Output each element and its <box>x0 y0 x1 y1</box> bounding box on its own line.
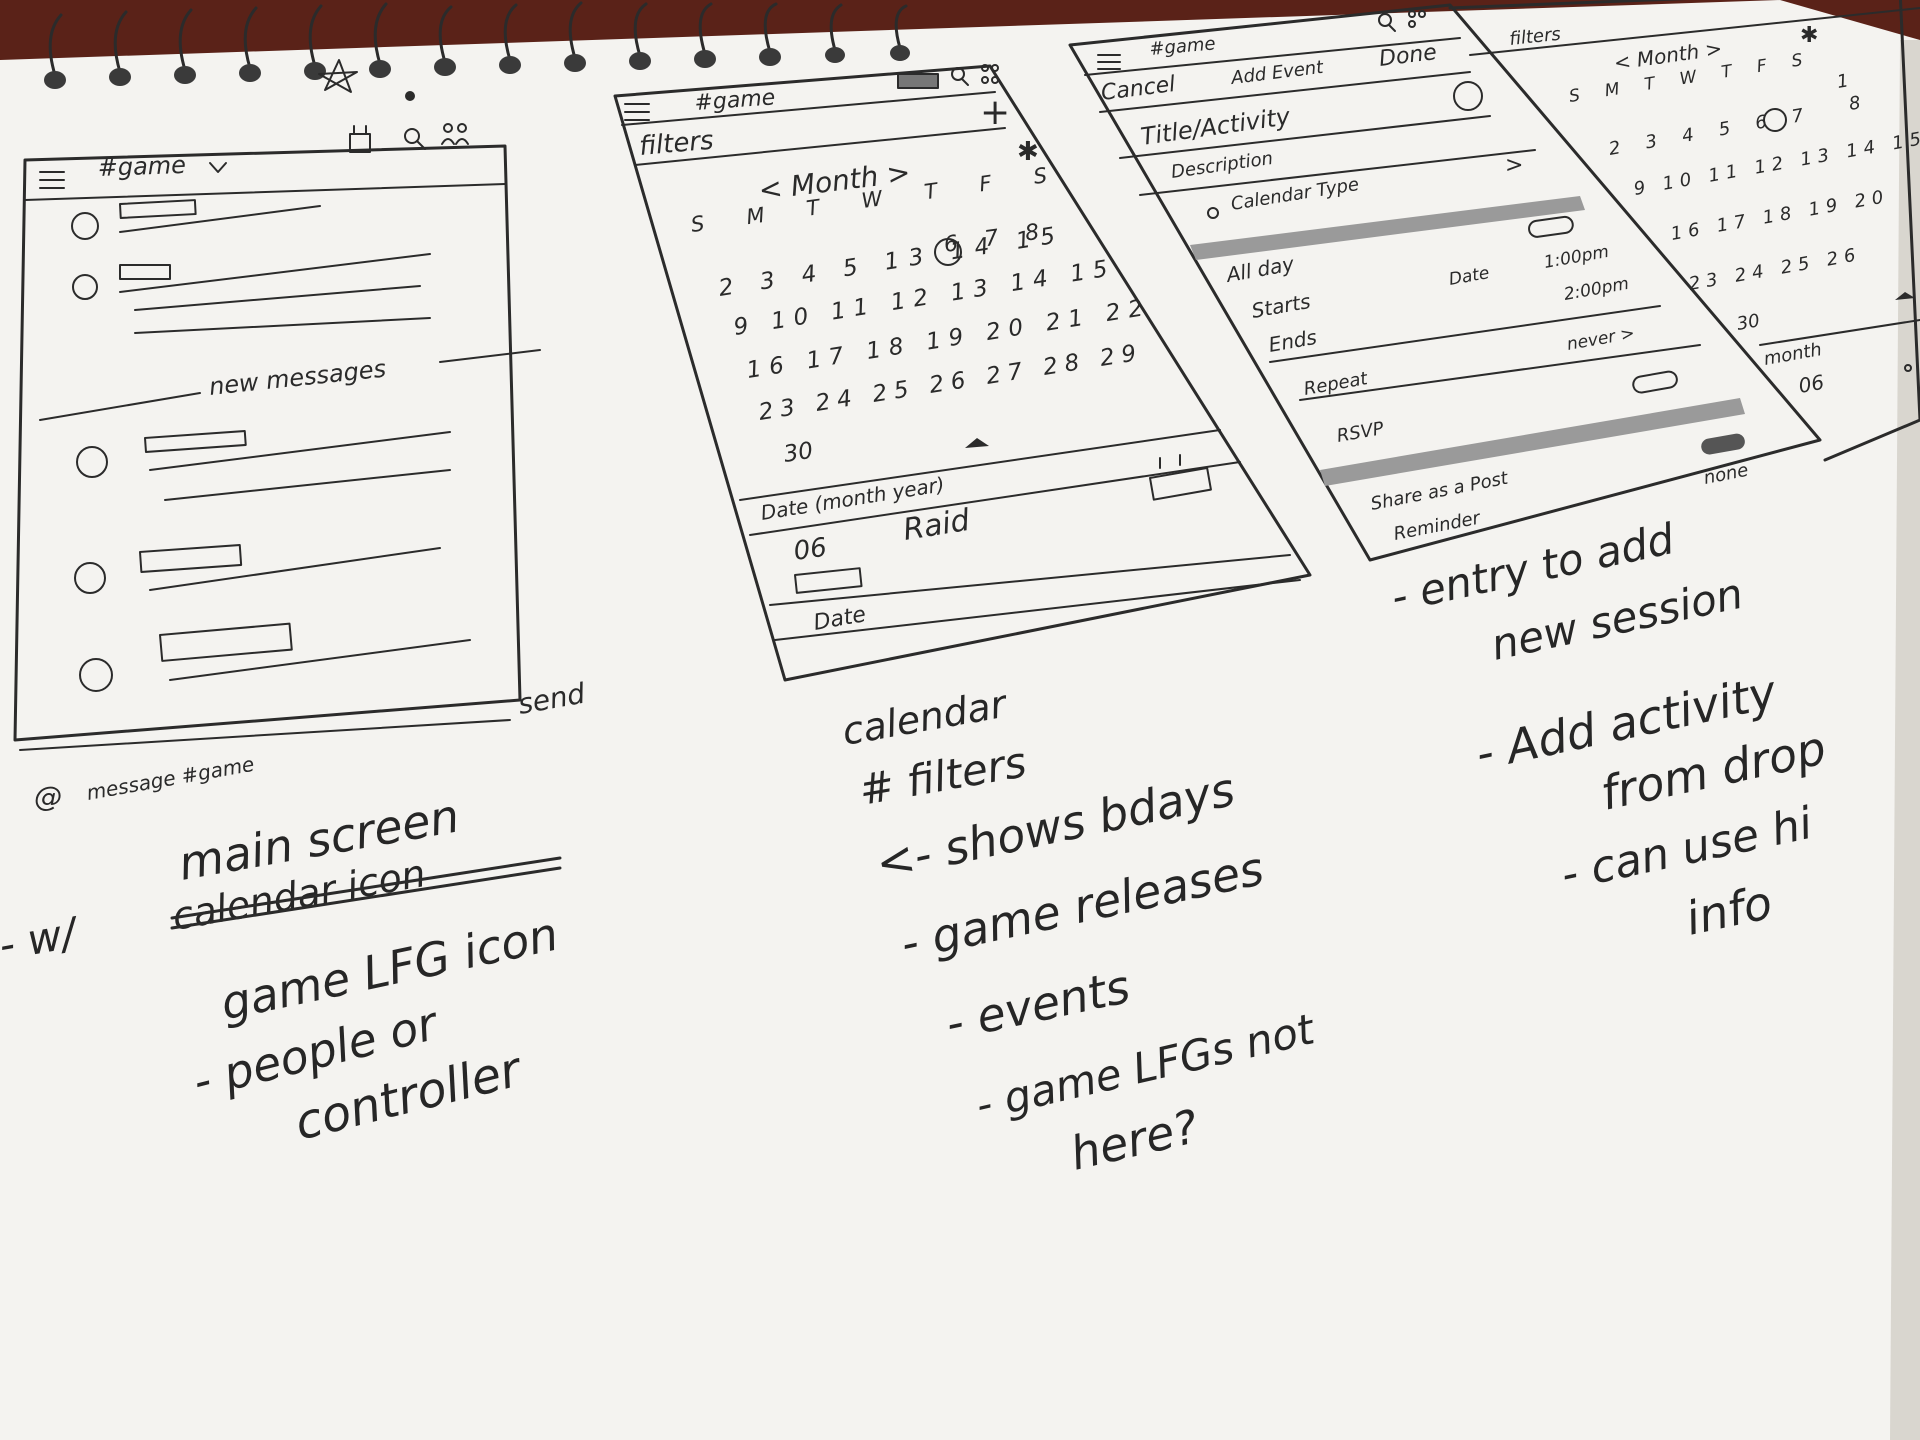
event-day[interactable]: 06 <box>792 533 829 567</box>
search-icon[interactable] <box>404 128 426 150</box>
list-item[interactable] <box>76 430 451 501</box>
strikethrough <box>170 856 562 930</box>
chevron-down-icon[interactable] <box>209 162 227 173</box>
people-icon[interactable] <box>441 123 469 145</box>
section-divider <box>1320 398 1745 486</box>
collapse-triangle-icon[interactable] <box>965 438 989 448</box>
list-item[interactable] <box>72 253 431 334</box>
menu-icon[interactable] <box>1097 54 1121 70</box>
list-item[interactable] <box>74 544 441 594</box>
today-marker <box>1763 108 1787 132</box>
section-divider <box>1190 196 1585 260</box>
list-item[interactable] <box>79 622 471 692</box>
channel-title[interactable]: #game <box>97 151 186 182</box>
at-icon[interactable]: @ <box>34 780 62 813</box>
calendar-row[interactable]: 8 <box>1847 92 1862 115</box>
lfg-icon[interactable] <box>1149 454 1212 501</box>
channel-title[interactable]: #game <box>694 85 776 116</box>
clock-icon[interactable] <box>1453 81 1483 111</box>
collapse-triangle-icon[interactable] <box>1895 292 1915 300</box>
paper-edge-shade <box>1890 40 1920 1440</box>
today-marker <box>934 238 962 266</box>
menu-icon[interactable] <box>624 103 650 121</box>
event-day[interactable]: 06 <box>1797 370 1826 398</box>
list-item[interactable] <box>71 199 321 240</box>
chevron-right-icon[interactable]: > <box>1505 153 1523 178</box>
calendar-row[interactable]: 1 <box>1835 70 1850 93</box>
search-icon[interactable] <box>951 67 969 86</box>
calendar-row[interactable]: 30 <box>782 438 815 468</box>
share-toggle[interactable] <box>1700 432 1746 455</box>
filters-dropdown[interactable]: filters <box>638 126 715 162</box>
lfg-icon[interactable] <box>349 125 371 153</box>
rsvp-toggle[interactable] <box>1632 370 1678 394</box>
spiral-binding <box>44 1 910 89</box>
search-icon[interactable] <box>1378 13 1396 32</box>
menu-icon[interactable] <box>39 171 65 189</box>
all-day-toggle[interactable] <box>1528 215 1574 238</box>
people-icon[interactable] <box>981 64 999 84</box>
lfg-icon[interactable] <box>897 73 939 89</box>
people-icon[interactable] <box>1408 10 1426 28</box>
settings-gear-icon[interactable]: ✱ <box>1017 137 1039 167</box>
star-doodle <box>318 59 415 101</box>
settings-gear-icon[interactable]: ✱ <box>1800 23 1818 48</box>
calendar-row[interactable]: 30 <box>1735 310 1761 335</box>
add-button[interactable]: + <box>980 92 1010 133</box>
